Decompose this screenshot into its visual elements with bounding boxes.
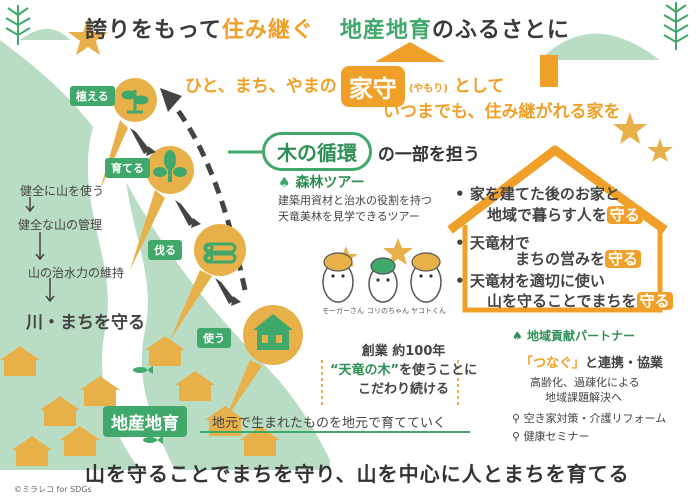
partner-item1: ⚲ 空き家対策・介護リフォーム bbox=[512, 412, 667, 425]
star-icon bbox=[383, 238, 413, 265]
logs-icon bbox=[203, 242, 237, 264]
step-grow-tag: 育てる bbox=[105, 158, 150, 178]
character-name-1: モーガーさん bbox=[322, 307, 364, 315]
hill-top-right bbox=[540, 33, 660, 60]
house-point-3a: • 天竜材を適切に使い bbox=[455, 272, 605, 290]
page-title: 誇りをもって住み継ぐ 地産地育のふるさとに bbox=[85, 18, 570, 43]
wood-cycle-heading: 木の循環 の一部を担う bbox=[262, 132, 480, 171]
star-icon bbox=[647, 138, 673, 162]
character-name-3: ヤコトくん bbox=[411, 307, 446, 315]
arrow-head-icon bbox=[160, 88, 182, 112]
location-pin-icon: ⚲ bbox=[512, 412, 521, 425]
flow-manage-mountain: 健全な山の管理 bbox=[18, 218, 103, 232]
flow-water-control: 山の治水力の維持 bbox=[28, 266, 125, 280]
flow-protect-town: 川・まちを守る bbox=[26, 313, 145, 333]
step-cut-tag: 伐る bbox=[148, 240, 182, 260]
seedling-icon bbox=[153, 150, 187, 182]
bottom-slogan: 山を守ることでまちを守り、山を中心に人とまちを育てる bbox=[85, 462, 630, 486]
house-roof-outline bbox=[447, 145, 668, 234]
tour-line1: 建築用資材と治水の役割を持つ bbox=[278, 194, 432, 207]
sprout-icon bbox=[121, 90, 149, 114]
house-icon bbox=[253, 314, 293, 350]
house-point-3b: 山を守ることでまちを守る bbox=[487, 290, 673, 311]
hill-top-left bbox=[20, 28, 70, 40]
cut-circle bbox=[194, 224, 246, 276]
partner-desc1: 高齢化、過疎化による bbox=[530, 376, 640, 389]
step-plant-tag: 植える bbox=[70, 86, 115, 106]
location-pin-icon: ⚲ bbox=[512, 430, 521, 443]
flow-use-mountain: 健全に山を使う bbox=[20, 184, 105, 198]
forest-tour-title: ♠ 森林ツアー bbox=[278, 175, 365, 191]
tagline-line2: いつまでも、住み継がれる家を bbox=[383, 102, 621, 122]
chisan-label: 地産地育 bbox=[103, 406, 187, 437]
founded-block: 創業 約100年 “天竜の木”を使うことに こだわり続ける bbox=[330, 344, 478, 397]
partner-desc2: 地域課題解決へ bbox=[545, 391, 622, 404]
star-icon bbox=[68, 18, 108, 55]
house-point-1a: • 家を建てた後のお家と bbox=[455, 185, 620, 203]
partner-tsunagu: 「つなぐ」と連携・協業 bbox=[520, 356, 664, 371]
tagline-line1: ひと、まち、やまの家守(やもり) として bbox=[185, 66, 504, 107]
character-name-2: コリのちゃん bbox=[367, 307, 409, 315]
star-icon bbox=[613, 112, 647, 144]
step-arrows bbox=[130, 128, 241, 306]
partner-item2: ⚲ 健康セミナー bbox=[512, 430, 590, 443]
house-point-1b: 地域で暮らす人を守る bbox=[487, 204, 643, 225]
river-shape bbox=[87, 120, 175, 470]
leaf-icon: ♠ bbox=[278, 175, 291, 191]
tour-line2: 天竜美林を見学できるツアー bbox=[278, 210, 420, 223]
mascot-characters bbox=[322, 252, 442, 303]
house-point-2a: • 天竜材で bbox=[455, 234, 530, 252]
left-flow-arrows bbox=[25, 197, 55, 303]
partner-title: ♠ 地域貢献パートナー bbox=[512, 329, 635, 343]
chimney bbox=[540, 55, 558, 87]
credit: ©ミラレコ for SDGs bbox=[14, 485, 92, 494]
house-point-2b: まちの営みを守る bbox=[515, 248, 642, 269]
step-use-tag: 使う bbox=[197, 328, 231, 348]
tree-icon bbox=[5, 5, 31, 45]
tree-icon bbox=[663, 2, 689, 50]
fish-icon bbox=[133, 366, 163, 444]
wood-cycle-pill: 木の循環 bbox=[262, 132, 372, 171]
yamori-box: 家守 bbox=[340, 66, 405, 107]
leaf-icon: ♠ bbox=[512, 329, 523, 343]
chisan-line: 地元で生まれたものを地元で育てていく bbox=[212, 416, 447, 431]
